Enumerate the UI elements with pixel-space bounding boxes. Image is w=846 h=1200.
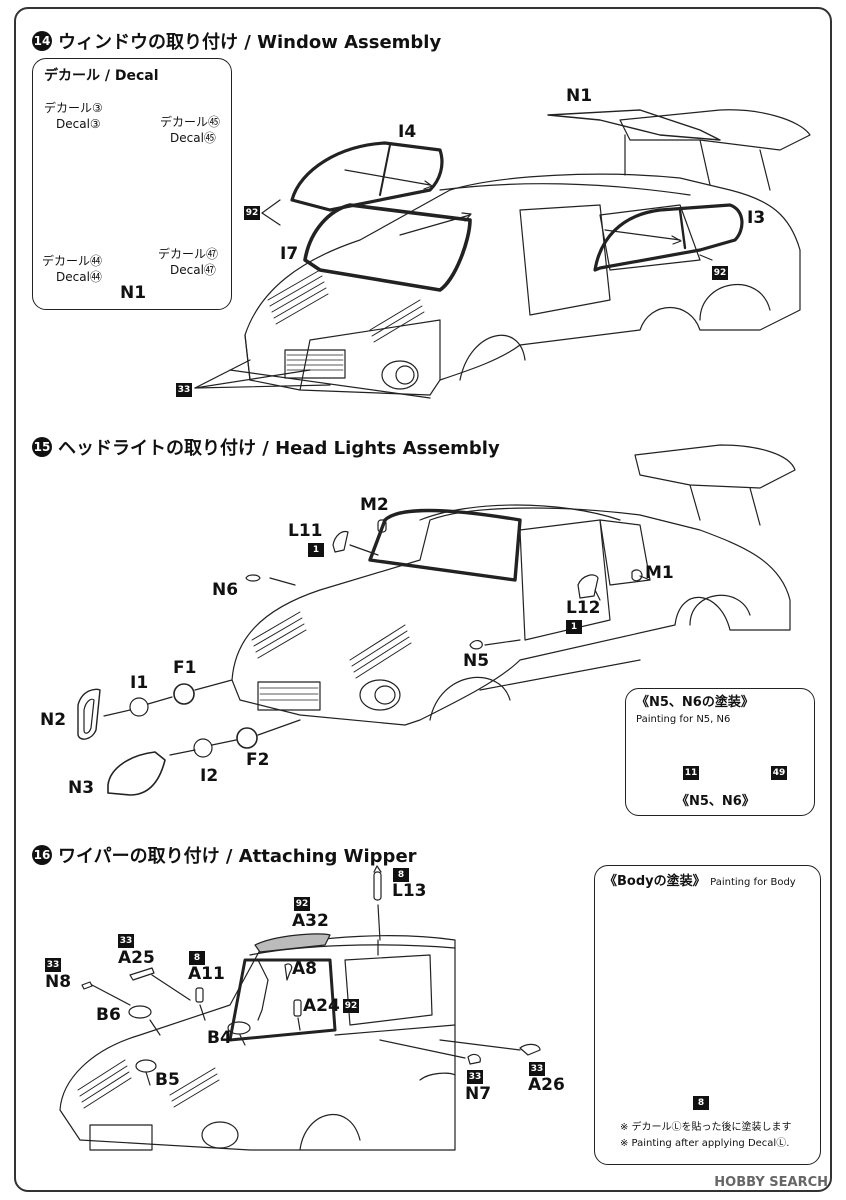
label-i4: I4 (398, 122, 417, 142)
label-i3: I3 (747, 208, 766, 228)
label-b4: B4 (207, 1028, 232, 1048)
badge-1-l12: 1 (566, 620, 582, 634)
badge-33-a26: 33 (529, 1062, 545, 1076)
body-paint-title: 《Bodyの塗装》 Painting for Body (604, 874, 796, 890)
body-paint-note-ja: ※ デカールⓁを貼った後に塗装します (620, 1122, 792, 1133)
label-a11: A11 (188, 964, 225, 984)
label-n1: N1 (566, 86, 593, 106)
decal-44-ja: デカール㊹ (42, 254, 103, 268)
step16-number: 16 (32, 845, 52, 865)
badge-33-n8: 33 (45, 958, 61, 972)
body-paint-panel (594, 865, 821, 1165)
label-m1: M1 (645, 563, 674, 583)
label-i1: I1 (130, 673, 149, 693)
label-n6: N6 (212, 580, 239, 600)
i3-part (593, 203, 744, 272)
decal-45-ja: デカール㊺ (160, 115, 221, 129)
page-frame (14, 7, 832, 1192)
label-n2: N2 (40, 710, 67, 730)
badge-33-n7: 33 (467, 1070, 483, 1084)
body-paint-title-en: Painting for Body (710, 877, 796, 888)
label-a32: A32 (292, 911, 329, 931)
label-l11: L11 (288, 521, 323, 541)
label-a24: A24 (303, 996, 340, 1016)
step16-title-text: ワイパーの取り付け / Attaching Wipper (58, 846, 417, 867)
decal-panel-title: デカール / Decal (44, 68, 159, 84)
step14-title-text: ウィンドウの取り付け / Window Assembly (58, 32, 442, 53)
decal-panel-part-n1: N1 (120, 283, 147, 303)
badge-92-a24: 92 (343, 999, 359, 1013)
body-paint-note-en: ※ Painting after applying DecalⓁ. (620, 1138, 790, 1149)
label-b6: B6 (96, 1005, 121, 1025)
decal-45-en: Decal㊺ (170, 131, 216, 145)
step15-title-text: ヘッドライトの取り付け / Head Lights Assembly (58, 438, 500, 459)
step14-car-body (229, 109, 811, 399)
badge-8-body: 8 (693, 1096, 709, 1110)
body-paint-title-ja: 《Bodyの塗装》 (604, 874, 706, 889)
watermark: HOBBY SEARCH (714, 1175, 828, 1190)
decal-panel (32, 58, 232, 310)
badge-33-step14: 33 (176, 383, 192, 397)
badge-92-a32: 92 (294, 897, 310, 911)
label-l13: L13 (392, 881, 427, 901)
i4-part (290, 141, 444, 212)
badge-49-paint: 49 (771, 766, 787, 780)
step14-number: 14 (32, 31, 52, 51)
badge-8-l13: 8 (393, 868, 409, 882)
label-a8: A8 (292, 959, 317, 979)
badge-33-a25: 33 (118, 934, 134, 948)
label-n3: N3 (68, 778, 95, 798)
label-n5: N5 (463, 651, 490, 671)
label-n7: N7 (465, 1084, 492, 1104)
badge-92-i4: 92 (244, 206, 260, 220)
paint-n5-n6-footer: 《N5、N6》 (676, 794, 755, 809)
step15-car-body (231, 444, 796, 726)
label-i7: I7 (280, 244, 299, 264)
badge-11-paint: 11 (683, 766, 699, 780)
step14-title: 14 ウィンドウの取り付け / Window Assembly (32, 28, 441, 54)
label-b5: B5 (155, 1070, 180, 1090)
step16-title: 16 ワイパーの取り付け / Attaching Wipper (32, 842, 417, 868)
i7-part (303, 203, 472, 292)
label-f2: F2 (246, 750, 270, 770)
step15-title: 15 ヘッドライトの取り付け / Head Lights Assembly (32, 434, 500, 460)
label-m2: M2 (360, 495, 389, 515)
paint-n5-n6-title: 《N5、N6の塗装》 (636, 695, 754, 710)
label-i2: I2 (200, 766, 219, 786)
decal-3-en: Decal③ (56, 117, 101, 131)
decal-47-ja: デカール㊼ (158, 247, 219, 261)
paint-n5-n6-panel (625, 688, 815, 816)
step16-car-body (59, 933, 456, 1151)
label-l12: L12 (566, 598, 601, 618)
n1-part (547, 109, 721, 141)
label-a25: A25 (118, 948, 155, 968)
paint-n5-n6-subtitle: Painting for N5, N6 (636, 714, 731, 725)
label-a26: A26 (528, 1075, 565, 1095)
step15-number: 15 (32, 437, 52, 457)
badge-8-a11: 8 (189, 951, 205, 965)
badge-1-l11: 1 (308, 543, 324, 557)
decal-3-ja: デカール③ (44, 101, 103, 115)
decal-47-en: Decal㊼ (170, 263, 216, 277)
label-f1: F1 (173, 658, 197, 678)
badge-92-i3: 92 (712, 266, 728, 280)
decal-44-en: Decal㊹ (56, 270, 102, 284)
label-n8: N8 (45, 972, 72, 992)
